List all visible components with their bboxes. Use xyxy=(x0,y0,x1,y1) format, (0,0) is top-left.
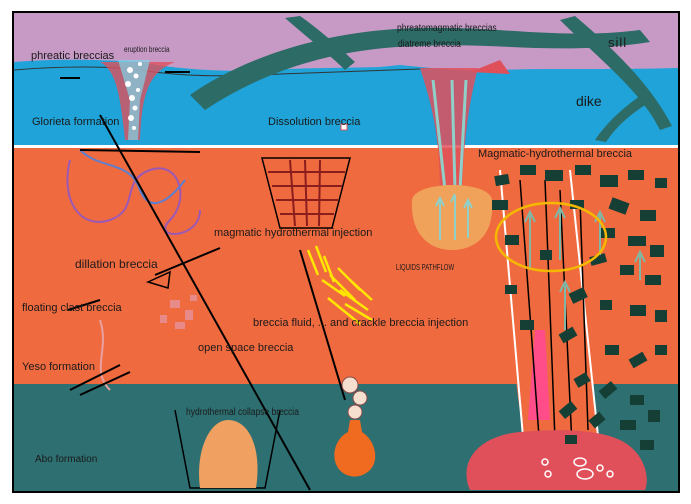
label-dillation-breccia: dillation breccia xyxy=(75,258,158,270)
label-yeso-formation: Yeso formation xyxy=(22,362,95,373)
label-breccia-fluid-crackle: breccia fluid, ... and crackle breccia i… xyxy=(253,318,468,329)
label-dissolution-breccia: Dissolution breccia xyxy=(268,117,360,128)
label-open-space-breccia: open space breccia xyxy=(198,343,293,354)
label-sill: sill xyxy=(608,36,627,49)
label-eruption-breccia: eruption breccia xyxy=(124,46,170,54)
label-floating-clast-breccia: floating clast breccia xyxy=(22,303,122,314)
label-hydrothermal-collapse-breccia: hydrothermal collapse breccia xyxy=(186,408,299,418)
label-magmatic-hydrothermal-breccia: Magmatic-hydrothermal breccia xyxy=(478,149,632,160)
label-phreatomagmatic-breccias: phreatomagmatic breccias xyxy=(397,24,497,34)
label-dike: dike xyxy=(576,94,602,108)
label-magmatic-hydrothermal-injection: magmatic hydrothermal injection xyxy=(214,228,372,239)
label-liquids-pathflow: LIQUIDS PATHFLOW xyxy=(396,264,454,272)
label-abo-formation: Abo formation xyxy=(35,455,97,465)
label-diatreme-breccia: diatreme breccia xyxy=(398,40,461,50)
label-phreatic-breccias: phreatic breccias xyxy=(31,51,114,62)
label-glorieta-formation: Glorieta formation xyxy=(32,117,119,128)
